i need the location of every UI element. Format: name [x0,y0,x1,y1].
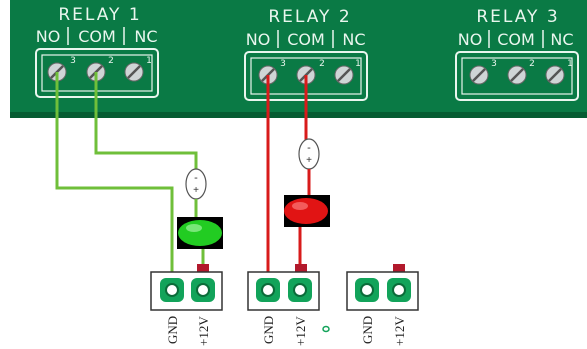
pcb-bottom-edge [10,112,587,118]
relay-block-1: RELAY 1 NO COM NC 3 2 1 [35,5,159,98]
led-red-highlight [292,202,308,210]
terminal-3-tab [393,264,405,274]
relay-1-label-nc: NC [134,27,157,46]
relay-2-pin-2: 2 [319,59,325,69]
relay-2-label-no: NO [246,30,271,49]
wire-green-com-to-led [94,72,198,170]
terminal-3-12v-label: +12V [392,316,407,346]
terminal-1-tab [197,264,209,274]
relay-3-pin-3: 3 [491,59,497,69]
terminal-block-3: GND +12V [346,264,419,346]
relay-2-label-com: COM [287,30,325,49]
led-green-minus-label: - [194,172,198,184]
relay-3-connector-outline [455,51,579,101]
led-green-body [178,220,222,246]
terminal-block-1: GND +12V [150,264,223,346]
relay-2-pin-1: 1 [355,59,361,69]
led-green-highlight [186,224,202,232]
terminal-2-gnd-label: GND [261,316,276,344]
terminal-2-tab [295,264,307,274]
relay-3-connector-inner [461,57,573,95]
relay-3-pin-2: 2 [529,59,535,69]
led-red: - + [284,138,330,227]
terminal-1-gnd-label: GND [165,316,180,344]
relay-1-label-no: NO [36,27,61,46]
led-red-plus-label: + [306,155,312,166]
relay-1-pin-3: 3 [70,56,76,66]
relay-3-screw-no [469,65,489,85]
relay-1-pin-1: 1 [146,56,152,66]
relay-3-label-nc: NC [550,30,573,49]
relay-2-title: RELAY 2 [268,7,351,27]
terminal-2-small-marker [322,325,330,333]
relay-3-label-no: NO [458,30,483,49]
relay-3-screw-com [507,65,527,85]
relay-3-title: RELAY 3 [476,7,559,27]
relay-1-pin-2: 2 [108,56,114,66]
relay-2-pin-3: 3 [280,59,286,69]
relay-3-label-com: COM [497,30,535,49]
relay-block-3: RELAY 3 NO COM NC 3 2 1 [455,7,579,101]
wire-green-no-to-gnd [55,72,174,282]
led-green-plus-label: + [193,185,199,196]
relay-1-screw-nc [124,62,144,82]
terminal-1-12v-label: +12V [196,316,211,346]
relay-3-pin-1: 1 [567,59,573,69]
relay-2-screw-nc [334,65,354,85]
terminal-block-2: GND +12V [247,264,330,346]
terminal-3-gnd-label: GND [360,316,375,344]
relay-1-label-com: COM [78,27,116,46]
led-red-body [284,198,328,224]
led-red-minus-label: - [307,142,311,154]
relay-3-screw-nc [545,65,565,85]
led-green: - + [177,168,223,249]
relay-1-title: RELAY 1 [58,5,141,25]
terminal-2-12v-label: +12V [293,316,308,346]
relay-2-label-nc: NC [342,30,365,49]
pcb-board [10,0,587,118]
